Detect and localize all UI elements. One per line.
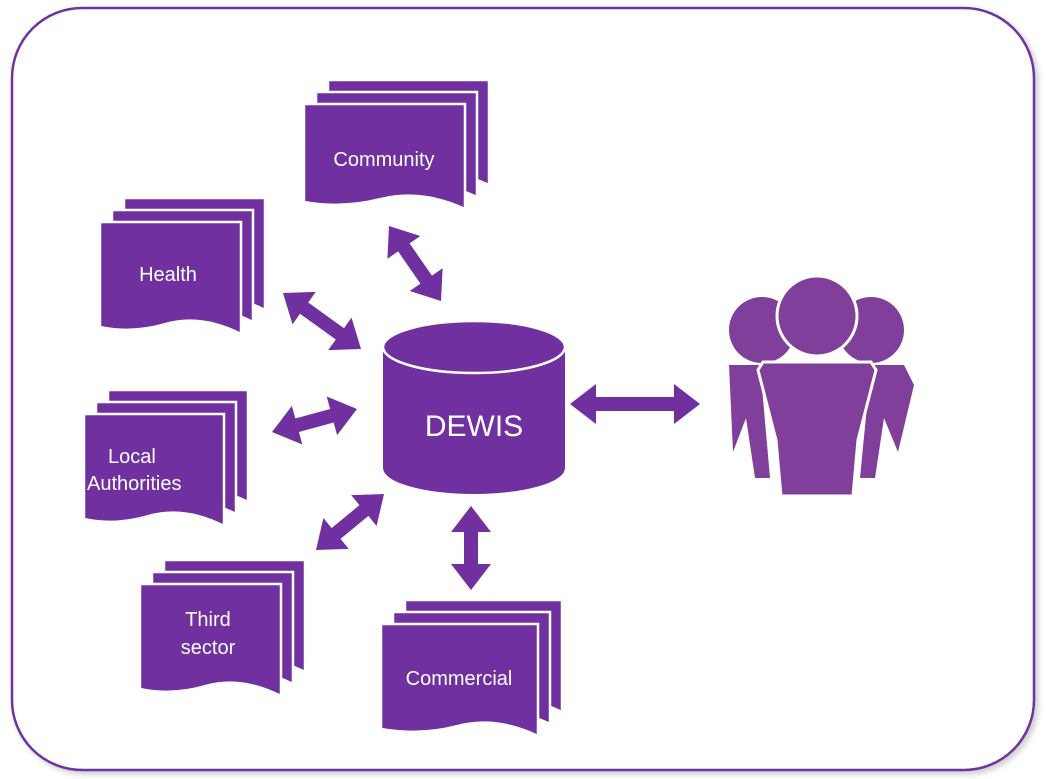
source-label: Third: [185, 609, 231, 631]
double-arrow: [570, 384, 700, 424]
source-label: Local: [108, 446, 156, 468]
source-commercial: Commercial: [379, 598, 564, 738]
double-arrow: [283, 291, 361, 351]
hub-label: DEWIS: [425, 410, 523, 443]
source-local-authorities: Local Authorities: [82, 388, 250, 529]
people-group-icon: [729, 274, 914, 498]
double-arrow: [316, 494, 384, 550]
arrows-group: [272, 226, 700, 590]
source-community: Community: [302, 78, 491, 211]
double-arrow: [387, 226, 443, 301]
double-arrow: [272, 396, 357, 445]
dewis-database: DEWIS: [381, 319, 567, 494]
source-label: Authorities: [87, 473, 182, 495]
source-health: Health: [98, 196, 267, 337]
source-label: Health: [139, 264, 197, 286]
double-arrow: [451, 506, 491, 590]
source-label: Commercial: [406, 668, 513, 690]
source-label: Community: [333, 149, 434, 171]
source-label: sector: [181, 637, 236, 659]
source-third-sector: Third sector: [138, 558, 307, 699]
